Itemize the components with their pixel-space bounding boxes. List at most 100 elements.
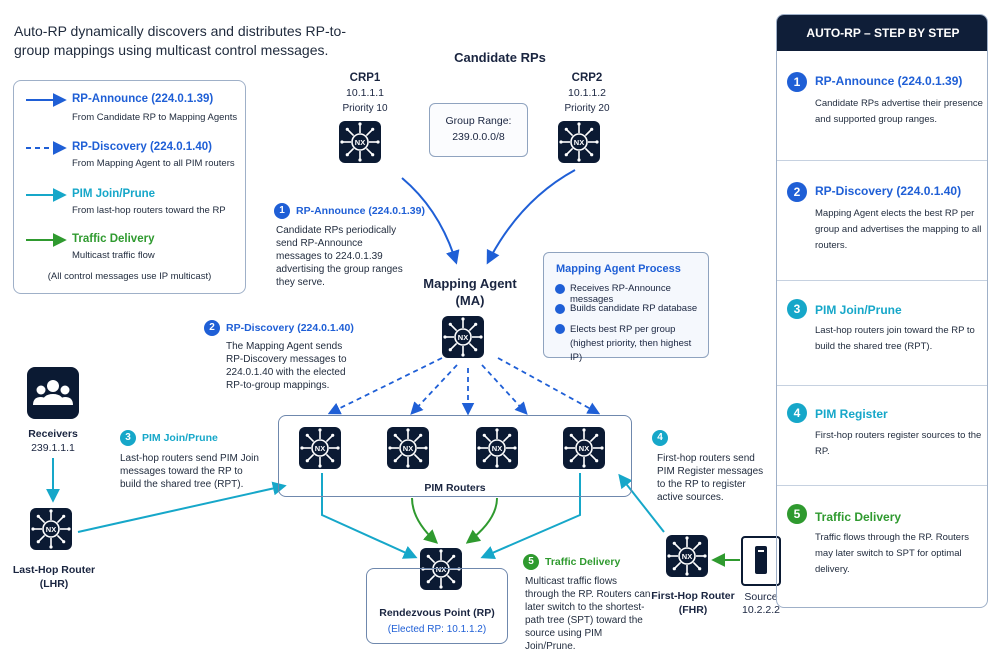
discovery-arrow-2	[410, 364, 458, 415]
crp1-priority: Priority 10	[342, 103, 388, 114]
crp2-ip: 10.1.1.2	[568, 87, 606, 99]
mapping-agent-label: Mapping Agent (MA)	[400, 275, 540, 309]
step-3-title: PIM Join/Prune	[815, 303, 902, 317]
group-range-label: Group Range:	[445, 115, 512, 127]
check-icon	[555, 304, 565, 314]
receivers-title: Receivers	[28, 428, 78, 440]
mapping-agent-process-box: Mapping Agent Process Receives RP-Announ…	[543, 252, 709, 363]
step-divider	[777, 385, 987, 386]
register-arrow-fhr	[618, 473, 665, 533]
nx-label: NX	[403, 444, 413, 453]
nexus-switch-icon: NX	[564, 428, 604, 468]
mapping-agent-router-icon[interactable]: NX	[442, 316, 484, 358]
nx-label: NX	[579, 444, 589, 453]
step-4-badge: 4	[787, 403, 807, 423]
discovery-arrow-1	[327, 357, 443, 415]
nx-label: NX	[436, 565, 446, 574]
nx-label: NX	[355, 138, 365, 147]
step-divider	[777, 485, 987, 486]
pim-router-1-icon[interactable]: NX	[299, 427, 341, 469]
receivers-icon	[27, 367, 79, 419]
legend-announce-sub: From Candidate RP to Mapping Agents	[72, 112, 238, 123]
crp1-name: CRP1	[349, 72, 381, 84]
nexus-switch-icon: NX	[477, 428, 517, 468]
process-item-1: Receives RP-Announce messages	[570, 283, 671, 305]
legend-traffic-title: Traffic Delivery	[72, 233, 155, 245]
pim-router-4-icon[interactable]: NX	[563, 427, 605, 469]
step-2-desc: Mapping Agent elects the best RP per gro…	[815, 208, 982, 251]
step-1-title: RP-Announce (224.0.1.39)	[815, 74, 963, 88]
candidate-rps-heading: Candidate RPs	[454, 50, 546, 65]
discovery-arrow-4	[481, 364, 528, 415]
nx-label: NX	[682, 552, 692, 561]
mapping-agent-line1: Mapping Agent	[423, 276, 517, 291]
nexus-switch-icon: NX	[443, 317, 483, 357]
rp-router-icon[interactable]: NX	[420, 548, 462, 590]
annotation-1-title: RP-Announce (224.0.1.39)	[296, 205, 425, 217]
step-5-desc: Traffic flows through the RP. Routers ma…	[815, 532, 970, 575]
join-arrow-router1	[321, 473, 418, 559]
annotation-5-title: Traffic Delivery	[545, 556, 621, 568]
legend-discovery-sub: From Mapping Agent to all PIM routers	[72, 158, 235, 169]
receivers-label: Receivers 239.1.1.1	[10, 427, 96, 455]
crp2-router-icon[interactable]: NX	[558, 121, 600, 163]
annotation-5-badge: 5	[523, 554, 539, 570]
source-server-icon	[741, 536, 781, 586]
annotation-2-badge: 2	[204, 320, 220, 336]
crp1-router-icon[interactable]: NX	[339, 121, 381, 163]
crp2-name: CRP2	[571, 72, 603, 84]
discovery-arrow-5	[497, 357, 601, 415]
rp-elected: (Elected RP: 10.1.1.2)	[387, 624, 487, 635]
fhr-router-icon[interactable]: NX	[666, 535, 708, 577]
pim-router-3-icon[interactable]: NX	[476, 427, 518, 469]
legend-note: (All control messages use IP multicast)	[47, 271, 212, 282]
step-4-desc: First-hop routers register sources to th…	[815, 430, 982, 457]
group-range-value: 239.0.0.0/8	[452, 131, 505, 143]
join-arrow-lhr	[77, 481, 287, 533]
source-title: Source	[744, 591, 778, 603]
annotation-1-body: Candidate RPs periodically send RP-Annou…	[276, 225, 403, 288]
fhr-line2: (FHR)	[678, 604, 708, 616]
step-4-title: PIM Register	[815, 407, 888, 421]
traffic-arrow-router3	[465, 497, 498, 544]
step-divider	[777, 160, 987, 161]
step-3-badge: 3	[787, 299, 807, 319]
check-icon	[555, 284, 565, 294]
nexus-switch-icon: NX	[340, 122, 380, 162]
step-5-title: Traffic Delivery	[815, 510, 902, 524]
fhr-line1: First-Hop Router	[651, 590, 735, 602]
step-3-desc: Last-hop routers join toward the RP to b…	[815, 325, 975, 352]
panel-title: AUTO-RP – STEP BY STEP	[777, 15, 987, 51]
intro-text: Auto-RP dynamically discovers and distri…	[14, 23, 346, 58]
rendezvous-point-box	[366, 568, 508, 644]
legend-join-title: PIM Join/Prune	[72, 188, 156, 200]
step-1-badge: 1	[787, 72, 807, 92]
lhr-line2: (LHR)	[39, 578, 69, 590]
announce-arrow-crp1	[401, 177, 460, 265]
annotation-4-body: First-hop routers send PIM Register mess…	[657, 453, 764, 503]
step-2-title: RP-Discovery (224.0.1.40)	[815, 184, 962, 198]
check-icon	[555, 324, 565, 334]
nexus-switch-icon: NX	[300, 428, 340, 468]
rp-title: Rendezvous Point (RP)	[379, 607, 495, 619]
legend-box	[13, 80, 246, 294]
pim-routers-box	[278, 415, 632, 497]
step-2-badge: 2	[787, 182, 807, 202]
join-arrow-router4	[480, 473, 581, 559]
legend-announce-title: RP-Announce (224.0.1.39)	[72, 93, 214, 105]
lhr-label: Last-Hop Router (LHR)	[6, 563, 102, 591]
process-title: Mapping Agent Process	[556, 263, 681, 275]
annotation-2-body: The Mapping Agent sends RP-Discovery mes…	[226, 341, 347, 391]
legend-discovery-title: RP-Discovery (224.0.1.40)	[72, 141, 212, 153]
pim-routers-label: PIM Routers	[424, 482, 486, 494]
annotation-1-badge: 1	[274, 203, 290, 219]
source-ip: 10.2.2.2	[742, 604, 780, 616]
annotation-2-title: RP-Discovery (224.0.1.40)	[226, 322, 354, 334]
process-item-2: Builds candidate RP database	[570, 303, 698, 314]
fhr-label: First-Hop Router (FHR)	[646, 589, 740, 617]
legend-traffic-sub: Multicast traffic flow	[72, 250, 155, 261]
receivers-group: 239.1.1.1	[31, 442, 75, 454]
step-divider	[777, 280, 987, 281]
pim-router-2-icon[interactable]: NX	[387, 427, 429, 469]
lhr-router-icon[interactable]: NX	[30, 508, 72, 550]
